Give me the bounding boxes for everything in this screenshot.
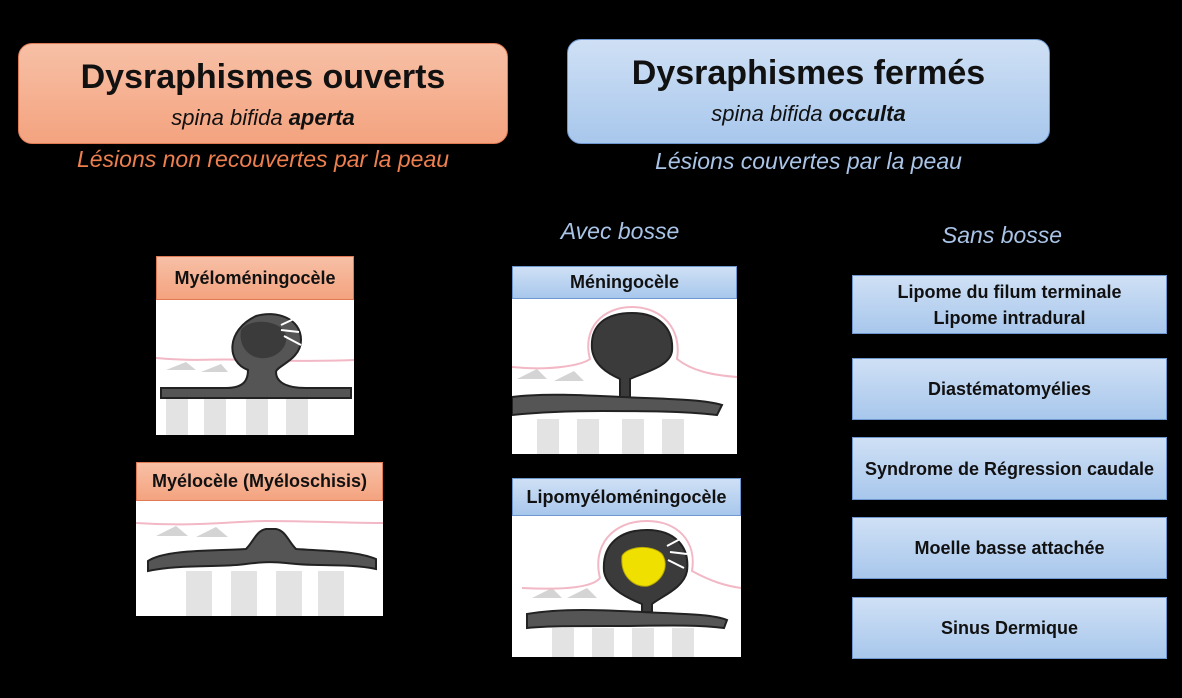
myelocele-illustration bbox=[136, 501, 383, 616]
with-mass-label: Avec bosse bbox=[560, 218, 680, 244]
lipomyelomeningocele-illustration bbox=[512, 516, 741, 657]
closed-subtitle: spina bifida occulta bbox=[711, 101, 906, 126]
dermal-sinus-line: Sinus Dermique bbox=[940, 618, 1079, 638]
meningocele-illustration bbox=[512, 299, 737, 454]
caudal-regression-line: Syndrome de Régression caudale bbox=[864, 458, 1155, 479]
open-dysraphism-header: Dysraphismes ouverts spina bifida aperta bbox=[18, 43, 508, 144]
diastematomyelia-line: Diastématomyélies bbox=[927, 379, 1092, 399]
myelocele-label: Myélocèle (Myéloschisis) bbox=[136, 462, 383, 501]
myelomeningocele-illustration bbox=[156, 300, 354, 435]
tethered-cord-box: Moelle basse attachée bbox=[852, 517, 1167, 579]
open-caption: Lésions non recouvertes par la peau bbox=[76, 146, 450, 172]
closed-caption: Lésions couvertes par la peau bbox=[655, 148, 962, 174]
lipoma-filum-box: Lipome du filum terminale Lipome intradu… bbox=[852, 275, 1167, 334]
myelomeningocele-label: Myéloméningocèle bbox=[156, 256, 354, 300]
lipomyelomeningocele-label: Lipomyéloméningocèle bbox=[512, 478, 741, 516]
closed-dysraphism-header: Dysraphismes fermés spina bifida occulta bbox=[567, 39, 1050, 144]
without-mass-label: Sans bosse bbox=[941, 222, 1063, 248]
lipoma-filum-line: Lipome du filum terminale bbox=[897, 281, 1122, 302]
open-subtitle: spina bifida aperta bbox=[171, 105, 355, 130]
tethered-cord-line: Moelle basse attachée bbox=[914, 538, 1105, 558]
lipoma-intradural-line: Lipome intradural bbox=[933, 307, 1086, 328]
meningocele-label: Méningocèle bbox=[512, 266, 737, 299]
caudal-regression-box: Syndrome de Régression caudale bbox=[852, 437, 1167, 500]
closed-title: Dysraphismes fermés bbox=[631, 54, 986, 92]
diastematomyelia-box: Diastématomyélies bbox=[852, 358, 1167, 420]
open-title: Dysraphismes ouverts bbox=[80, 58, 446, 96]
dermal-sinus-box: Sinus Dermique bbox=[852, 597, 1167, 659]
